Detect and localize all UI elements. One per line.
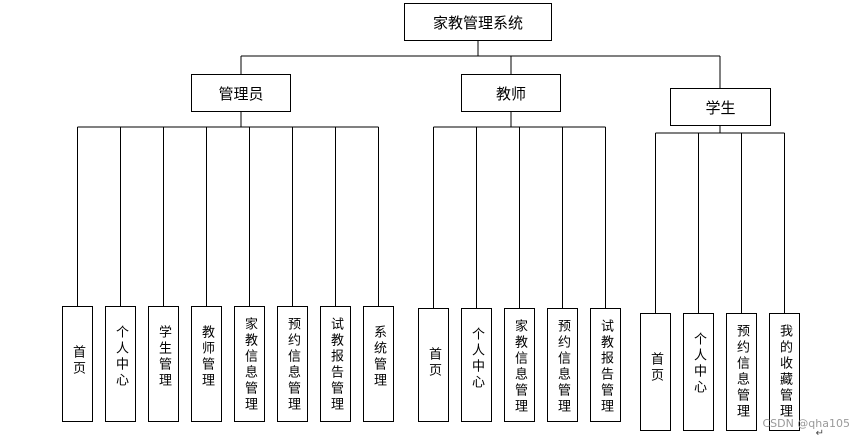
group-node-teacher: 教师 bbox=[461, 74, 561, 112]
leaf-label: 教师管理 bbox=[199, 325, 214, 389]
leaf-node: 学生管理 bbox=[148, 306, 179, 422]
leaf-label: 首页 bbox=[70, 345, 85, 377]
leaf-node: 家教信息管理 bbox=[234, 306, 265, 422]
leaf-label: 预约信息管理 bbox=[555, 319, 570, 415]
leaf-node: 预约信息管理 bbox=[726, 313, 757, 431]
leaf-node: 试教报告管理 bbox=[590, 308, 621, 422]
leaf-node: 系统管理 bbox=[363, 306, 394, 422]
leaf-label: 试教报告管理 bbox=[598, 319, 613, 415]
leaf-label: 试教报告管理 bbox=[328, 317, 343, 413]
leaf-node: 个人中心 bbox=[461, 308, 492, 422]
leaf-node: 个人中心 bbox=[105, 306, 136, 422]
root-node: 家教管理系统 bbox=[404, 3, 552, 41]
leaf-label: 家教信息管理 bbox=[512, 319, 527, 415]
leaf-label: 预约信息管理 bbox=[734, 324, 749, 420]
leaf-node: 预约信息管理 bbox=[277, 306, 308, 422]
root-label: 家教管理系统 bbox=[432, 13, 523, 32]
leaf-node: 首页 bbox=[418, 308, 449, 422]
leaf-label: 预约信息管理 bbox=[285, 317, 300, 413]
return-mark: ↵ bbox=[815, 428, 824, 439]
leaf-label: 个人中心 bbox=[469, 327, 484, 391]
leaf-node: 首页 bbox=[640, 313, 671, 431]
leaf-node: 试教报告管理 bbox=[320, 306, 351, 422]
leaf-label: 首页 bbox=[648, 352, 663, 384]
watermark: CSDN @qha105 bbox=[762, 417, 850, 430]
leaf-node: 首页 bbox=[62, 306, 93, 422]
group-label-teacher: 教师 bbox=[495, 84, 526, 103]
leaf-label: 个人中心 bbox=[691, 332, 706, 396]
group-label-student: 学生 bbox=[705, 98, 736, 117]
group-label-admin: 管理员 bbox=[218, 84, 264, 103]
leaf-label: 我的收藏管理 bbox=[777, 324, 792, 420]
group-node-student: 学生 bbox=[670, 88, 771, 126]
leaf-node: 个人中心 bbox=[683, 313, 714, 431]
leaf-label: 首页 bbox=[426, 347, 441, 379]
leaf-label: 个人中心 bbox=[113, 325, 128, 389]
leaf-node: 家教信息管理 bbox=[504, 308, 535, 422]
group-node-admin: 管理员 bbox=[191, 74, 291, 112]
leaf-label: 家教信息管理 bbox=[242, 317, 257, 413]
leaf-node: 我的收藏管理 bbox=[769, 313, 800, 431]
leaf-node: 教师管理 bbox=[191, 306, 222, 422]
leaf-label: 学生管理 bbox=[156, 325, 171, 389]
leaf-label: 系统管理 bbox=[371, 325, 386, 389]
leaf-node: 预约信息管理 bbox=[547, 308, 578, 422]
